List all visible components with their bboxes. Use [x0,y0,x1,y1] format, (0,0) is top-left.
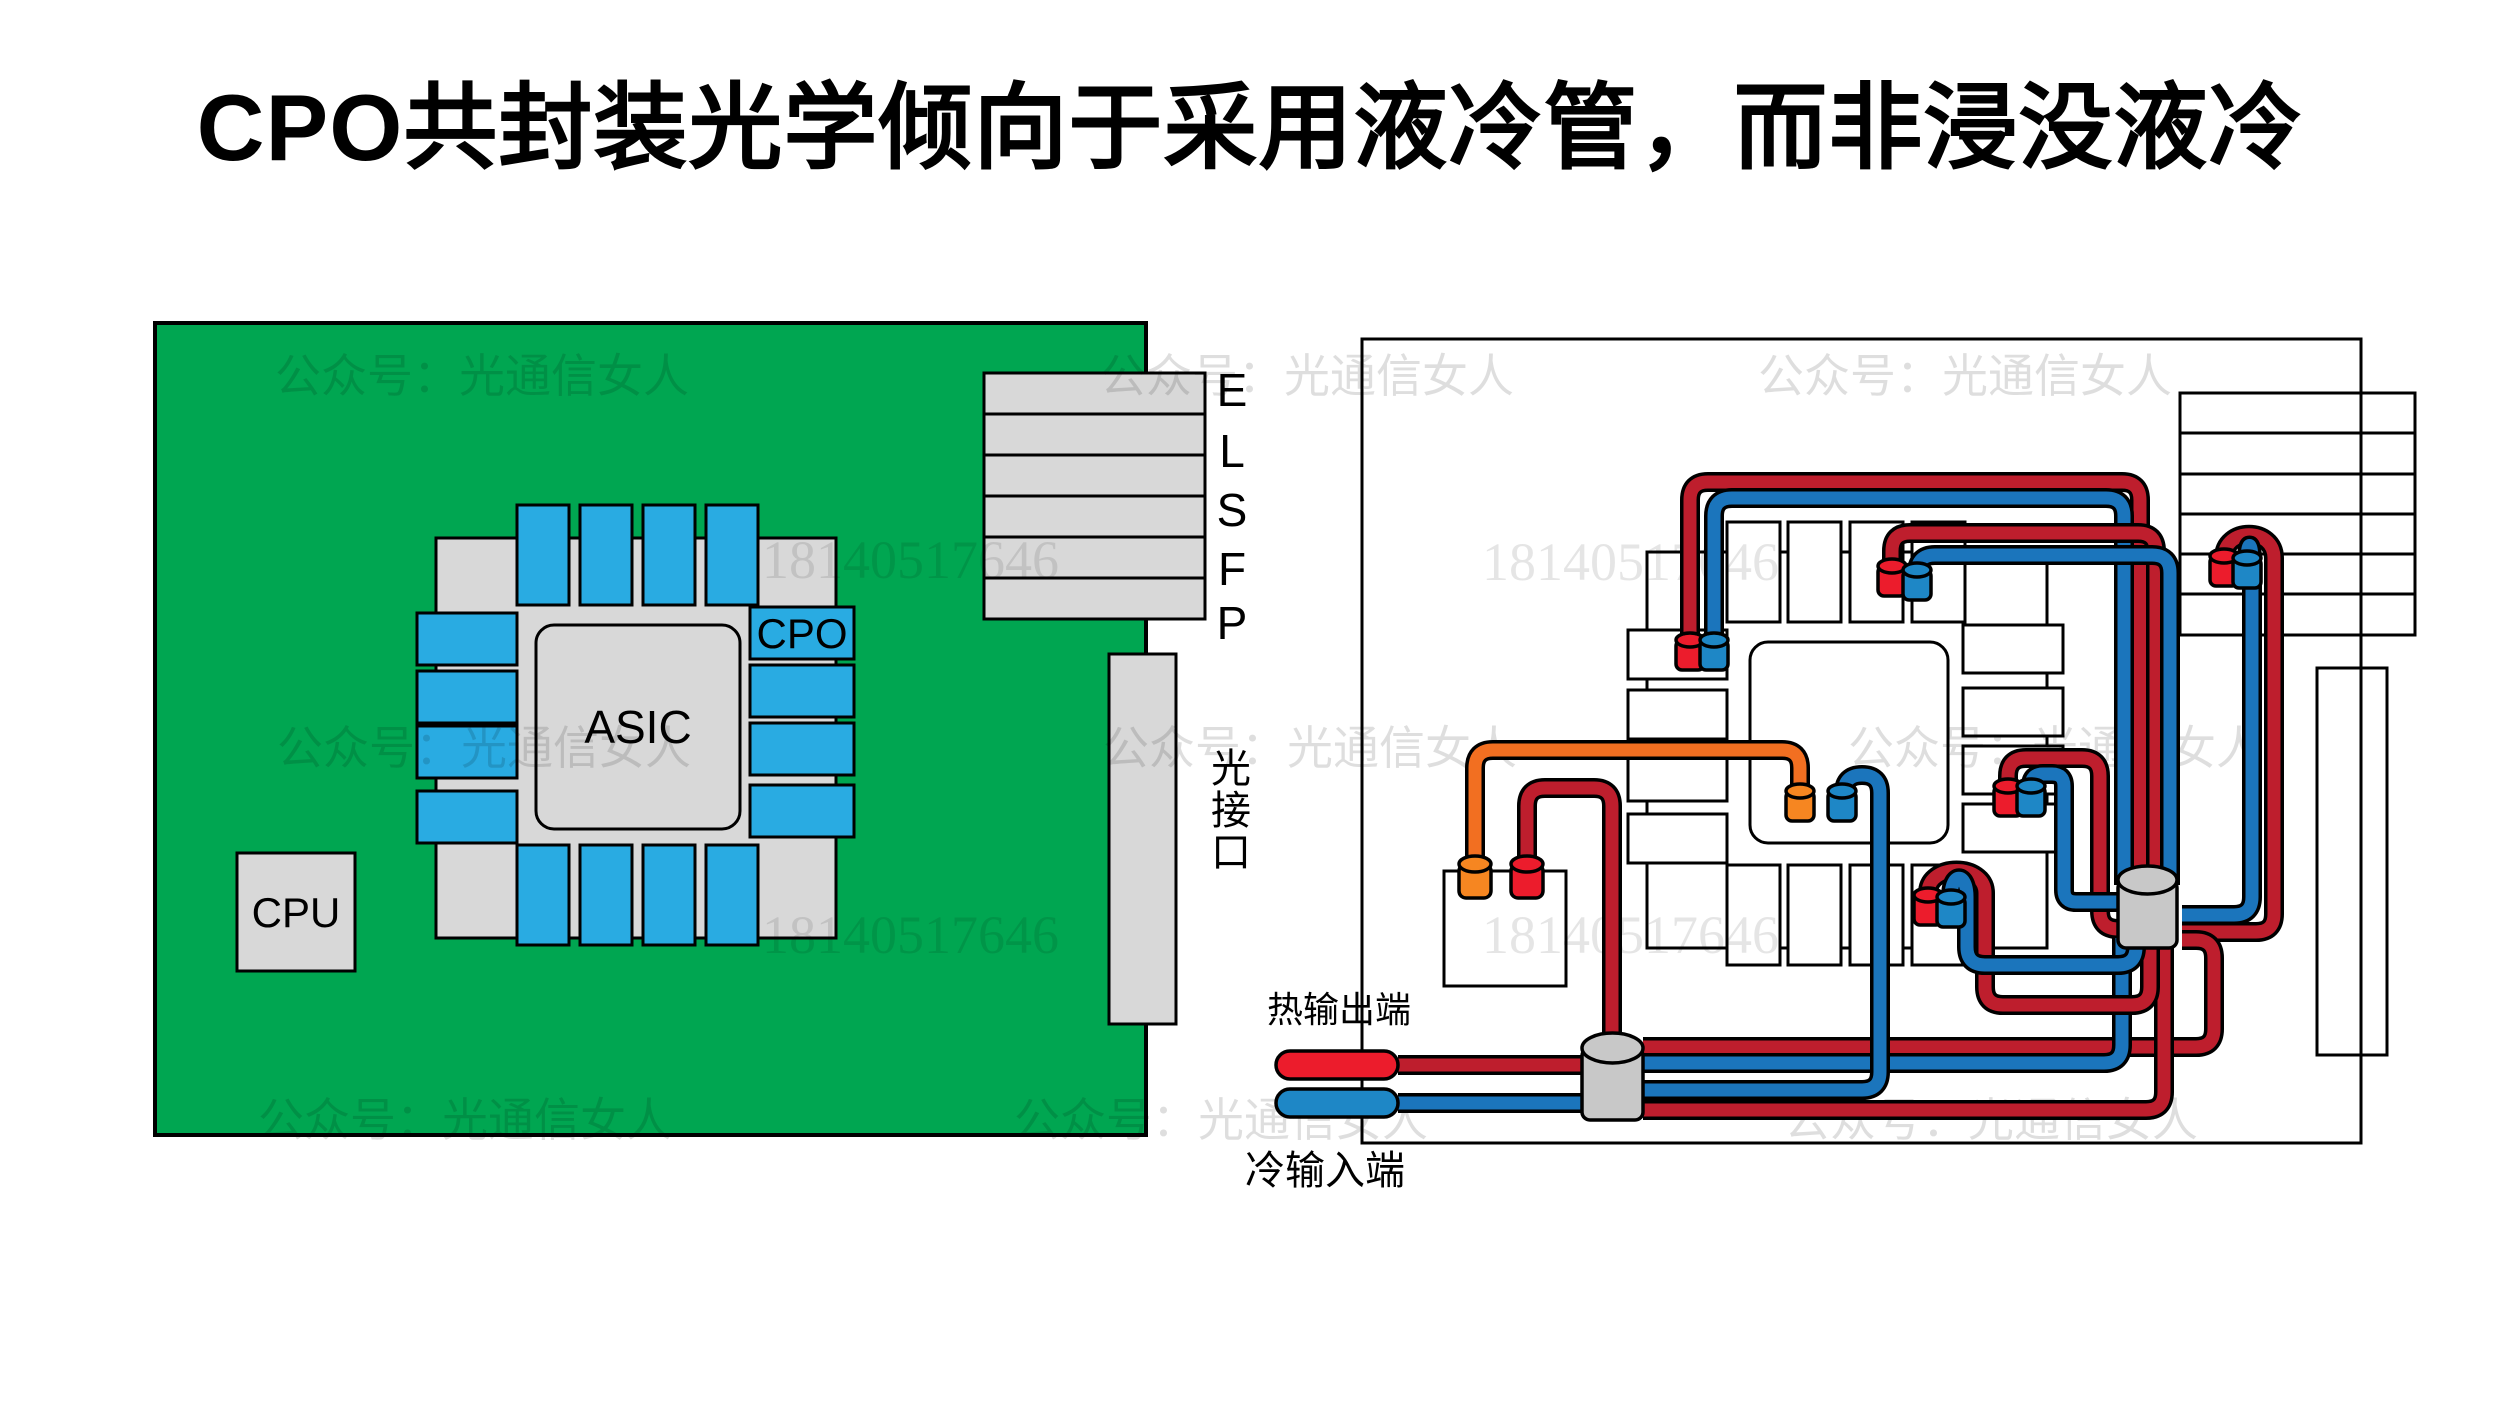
optical-module-left-2 [415,669,519,725]
manifold-top [1580,1031,1645,1065]
right-elsfp-cage-outline [2178,391,2417,637]
outline-module-right-2 [1961,686,2065,738]
optical-module-left-1 [415,611,519,667]
fitting-cold-elsfp [2231,549,2263,590]
watermark-account: 公众号：光通信女人 [1100,351,1514,402]
manifold-cylinder-2 [2116,864,2179,950]
optical-module-bottom-4 [704,843,760,947]
fitting-orange-exchanger [1457,854,1493,900]
optical-module-left-4 [415,789,519,845]
left-pcb-board [153,321,1207,1137]
watermark-phone: 18140517646 [1482,532,1779,592]
outline-module-bottom-2 [1786,863,1843,967]
outline-module-left-4 [1626,812,1729,865]
elsfp-slot [982,576,1207,621]
optical-module-right-4 [748,783,856,839]
optical-module-cpo [748,605,856,661]
elsfp-slot [982,412,1207,457]
optical-module-left-3 [415,724,519,780]
watermark-account: 公众号：光通信女人 [275,351,689,402]
elsfp-letter-p: P [1217,597,1248,649]
outline-module-left-3 [1626,750,1729,803]
asic-label: ASIC [584,701,691,753]
elsfp-letter-e: E [1217,364,1248,416]
watermark-phone: 18140517646 [1482,905,1779,965]
pipe-fittings [1457,547,2263,929]
manifold-top [2116,864,2179,896]
elsfp-cage [982,371,1207,621]
cpu-label: CPU [252,889,341,936]
optical-port-char-2: 接 [1211,789,1251,833]
outline-module-bottom-1 [1725,863,1782,967]
elsfp-outline-slot [2178,512,2417,556]
optical-engine-modules [415,503,856,947]
fitting-cold-asic [1826,782,1858,823]
elsfp-letter-s: S [1217,484,1248,536]
manifold-cylinder-1 [1580,1031,1645,1122]
fitting-hot-bottom [1912,886,1944,927]
optical-module-top-2 [578,503,634,607]
watermark-account: 公众号：光通信女人 [277,723,691,774]
elsfp-letter-l: L [1219,425,1245,477]
optical-port-connector [1107,652,1178,1026]
outline-module-top-1 [1725,520,1782,624]
watermark-account: 公众号：光通信女人 [1758,351,2172,402]
elsfp-slot [982,371,1207,416]
right-optical-port-outline [2315,666,2389,1057]
outline-module-right-1 [1961,623,2065,675]
cold-inlet-stub [1274,1087,1400,1119]
optical-port-char-3: 口 [1211,831,1251,875]
fitting-cold-bottom [1935,888,1967,929]
elsfp-outline-slot [2178,592,2417,637]
watermark-account: 公众号：光通信女人 [1103,723,1517,774]
fitting-orange-asic [1784,782,1816,823]
watermark-phone: 18140517646 [762,530,1059,590]
fitting-cold-right [2015,777,2047,818]
optical-port-char-1: 光 [1211,747,1251,791]
optical-module-top-1 [515,503,571,607]
cpu-chip [235,851,357,973]
optical-module-right-3 [748,721,856,777]
hot-outlet-label: 热输出端 [1267,989,1411,1030]
elsfp-outline-slot [2178,431,2417,476]
optical-module-bottom-2 [578,843,634,947]
watermark-phone: 18140517646 [762,905,1059,965]
fitting-cold-top [1901,561,1933,602]
elsfp-slot [982,453,1207,498]
watermark-account: 公众号：光通信女人 [258,1095,672,1146]
optical-module-bottom-1 [515,843,571,947]
outline-module-top-2 [1786,520,1843,624]
asic-chip [534,623,742,831]
labels: ASIC CPO CPU E L S F P 光 接 口 热输出端 冷输入端 [252,364,1411,1193]
elsfp-letter-f: F [1218,543,1246,595]
optical-module-top-4 [704,503,760,607]
fitting-hot-exchanger [1509,854,1545,900]
outline-module-left-2 [1626,688,1729,741]
elsfp-outline-slot [2178,472,2417,516]
hot-outlet-stub [1274,1049,1400,1081]
fitting-cold-topleft [1698,631,1730,672]
elsfp-outline-slot [2178,391,2417,435]
optical-module-top-3 [641,503,697,607]
optical-module-right-2 [748,663,856,719]
cold-inlet-label: 冷输入端 [1245,1149,1405,1193]
optical-module-bottom-3 [641,843,697,947]
right-panel-border [1360,337,2363,1145]
page-title: CPO共封装光学倾向于采用液冷管，而非浸没液冷 [196,75,2304,180]
cpo-module-label: CPO [756,610,847,657]
